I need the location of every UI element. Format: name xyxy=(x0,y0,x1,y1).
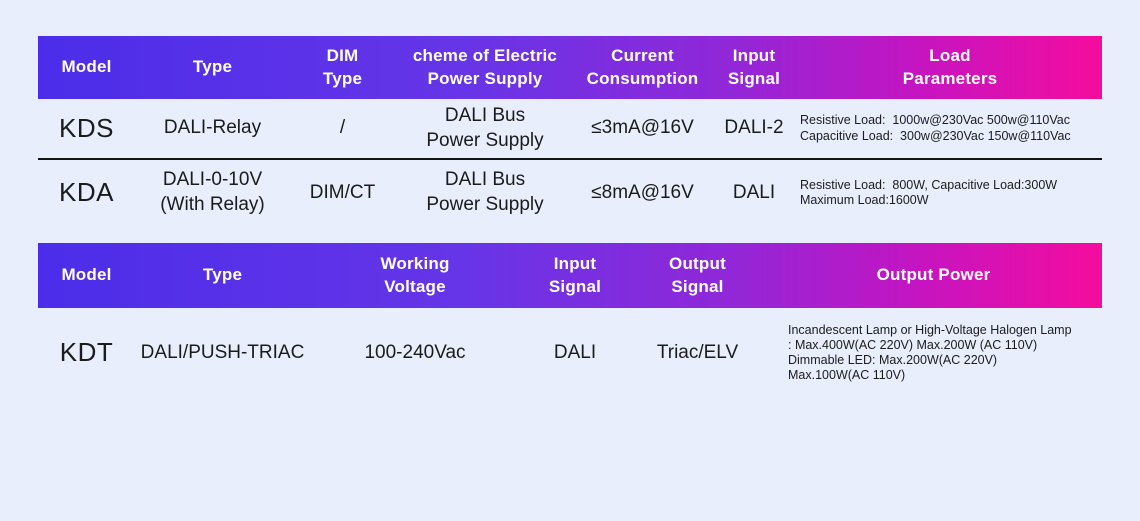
header-type: Type xyxy=(192,57,233,77)
model-cell: KDT xyxy=(59,337,114,368)
current-consumption-cell: ≤3mA@16V xyxy=(591,117,694,139)
type-cell: DALI-0-10V (With Relay) xyxy=(160,169,265,215)
header-model: Model xyxy=(61,265,112,285)
input-signal-cell: DALI xyxy=(732,181,776,203)
header-output-power: Output Power xyxy=(876,265,991,285)
header-power-supply-scheme: cheme of Electric Power Supply xyxy=(412,46,558,88)
working-voltage-cell: 100-240Vac xyxy=(364,341,466,363)
current-consumption-cell: ≤8mA@16V xyxy=(591,181,694,203)
table-row-kdt: KDT DALI/PUSH-TRIAC 100-240Vac DALI Tria… xyxy=(38,308,1102,398)
dim-type-cell: / xyxy=(339,117,346,139)
power-supply-cell: DALI Bus Power Supply xyxy=(426,169,544,215)
table-row-kda: KDA DALI-0-10V (With Relay) DIM/CT DALI … xyxy=(38,160,1102,226)
header-type: Type xyxy=(202,265,243,285)
input-signal-cell: DALI xyxy=(553,341,597,363)
spec-table-dali-modules: Model Type DIM Type cheme of Electric Po… xyxy=(38,36,1102,226)
model-cell: KDS xyxy=(59,112,114,143)
model-cell: KDA xyxy=(59,177,114,208)
output-power-cell: Incandescent Lamp or High-Voltage Haloge… xyxy=(788,322,1072,383)
header-current-consumption: Current Consumption xyxy=(586,46,699,88)
power-supply-cell: DALI Bus Power Supply xyxy=(426,104,544,151)
dim-type-cell: DIM/CT xyxy=(309,181,376,203)
type-cell: DALI/PUSH-TRIAC xyxy=(140,341,305,363)
table-row-kds: KDS DALI-Relay / DALI Bus Power Supply ≤… xyxy=(38,99,1102,160)
output-signal-cell: Triac/ELV xyxy=(656,341,739,363)
load-parameters-cell: Resistive Load: 1000w@230Vac 500w@110Vac… xyxy=(800,113,1071,143)
header-load-parameters: Load Parameters xyxy=(902,46,998,88)
header-output-signal: Output Signal xyxy=(669,254,726,296)
spec-table-triac-module: Model Type Working Voltage Input Signal … xyxy=(38,243,1102,398)
header-dim-type: DIM Type xyxy=(322,46,363,88)
table2-header-row: Model Type Working Voltage Input Signal … xyxy=(38,243,1102,308)
header-model: Model xyxy=(61,57,112,77)
header-input-signal: Input Signal xyxy=(548,254,602,296)
input-signal-cell: DALI-2 xyxy=(724,117,784,139)
load-parameters-cell: Resistive Load: 800W, Capacitive Load:30… xyxy=(800,177,1058,207)
type-cell: DALI-Relay xyxy=(163,117,262,139)
header-working-voltage: Working Voltage xyxy=(380,254,450,296)
header-input-signal: Input Signal xyxy=(727,46,781,88)
table1-header-row: Model Type DIM Type cheme of Electric Po… xyxy=(38,36,1102,99)
